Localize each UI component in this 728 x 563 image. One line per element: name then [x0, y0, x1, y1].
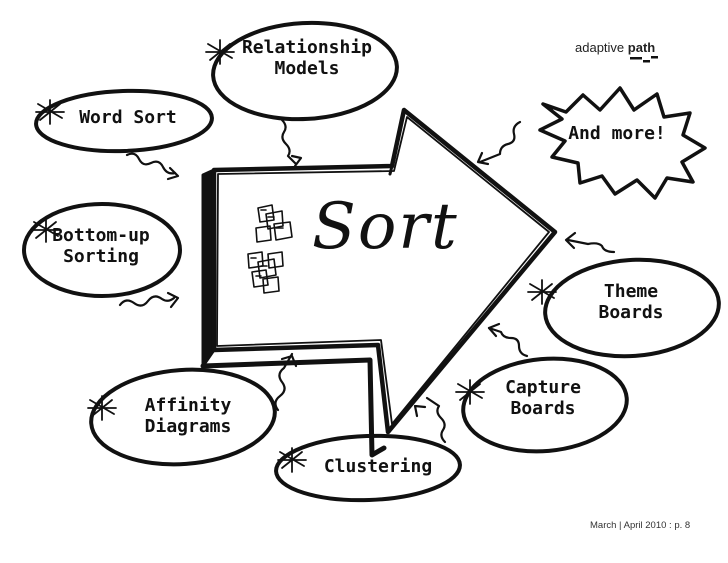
- relationship-models-bubble: [211, 20, 399, 122]
- page-footer: March | April 2010 : p. 8: [590, 520, 691, 531]
- affinity-diagrams-label: Affinity Diagrams: [144, 395, 232, 437]
- relationship-models-label: Relationship Models: [241, 37, 373, 79]
- connector-arrows: [118, 118, 616, 444]
- capture-boards-bubble: [461, 356, 629, 454]
- sticky-notes-icon: [247, 204, 293, 294]
- bottom-up-sorting-bubble: [22, 202, 182, 298]
- theme-boards-bubble: [543, 257, 721, 359]
- bottom-up-sorting-label: Bottom-up Sorting: [52, 225, 150, 267]
- sparkle-icons: [31, 39, 557, 473]
- adaptive-path-logo: adaptive path: [575, 40, 655, 55]
- affinity-diagrams-bubble: [89, 367, 277, 467]
- logo-prefix: adaptive: [575, 40, 625, 55]
- theme-boards-label: Theme Boards: [598, 281, 664, 323]
- word-sort-label: Word Sort: [79, 107, 177, 128]
- center-title: Sort: [312, 190, 459, 264]
- sort-arrow-shape: [211, 107, 558, 435]
- logo-suffix: path: [627, 40, 656, 55]
- word-sort-bubble: [34, 88, 214, 154]
- and-more-starburst: [538, 86, 707, 200]
- clustering-bubble: [274, 433, 462, 503]
- capture-boards-label: Capture Boards: [505, 377, 581, 419]
- adaptive-path-logo-mark: [630, 56, 658, 63]
- clustering-label: Clustering: [323, 456, 433, 477]
- and-more-label: And more!: [568, 123, 666, 144]
